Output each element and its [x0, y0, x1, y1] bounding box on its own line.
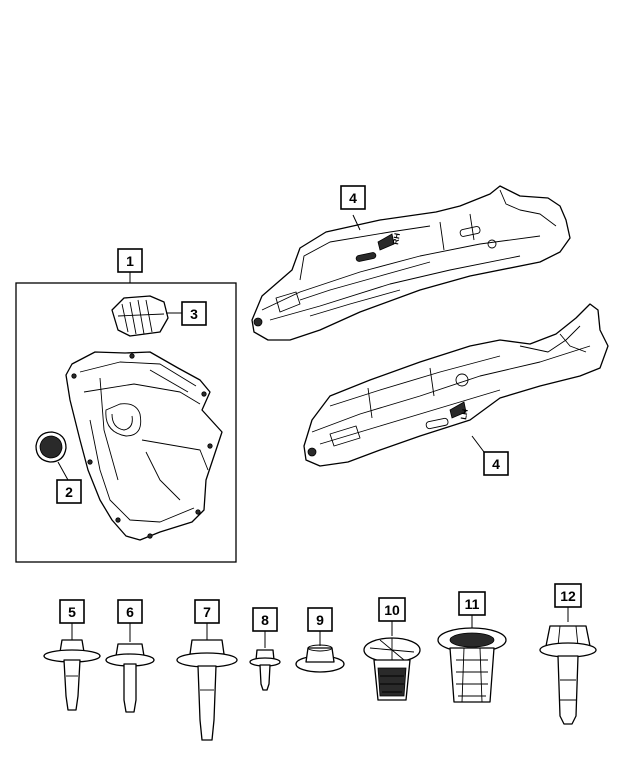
callout-10-label: 10 [384, 602, 400, 618]
fastener-11 [437, 627, 507, 703]
callout-12-label: 12 [560, 588, 576, 604]
shield-lh [303, 303, 609, 467]
callout-6-label: 6 [126, 604, 134, 620]
fastener-10 [363, 637, 421, 701]
fastener-5 [43, 639, 101, 711]
fastener-7 [176, 639, 238, 741]
shield-lh-marking: LH [459, 408, 470, 420]
callout-2: 2 [56, 479, 82, 504]
fastener-12 [539, 625, 597, 725]
fastener-8 [249, 649, 281, 691]
assembly-1-frame [15, 282, 237, 563]
callout-11: 11 [458, 591, 486, 630]
callout-11-label: 11 [465, 596, 480, 612]
callout-8-label: 8 [261, 612, 269, 628]
callout-6: 6 [117, 599, 143, 642]
shield-rh-marking: RH [391, 232, 402, 245]
callout-1-label: 1 [126, 253, 134, 269]
callout-4-upper: 4 [340, 185, 366, 231]
skid-plate [65, 351, 223, 541]
callout-8: 8 [252, 607, 278, 648]
fastener-6 [105, 643, 155, 713]
callout-5-label: 5 [68, 604, 76, 620]
callout-12: 12 [554, 583, 582, 622]
callout-7-label: 7 [203, 604, 211, 620]
callout-2-label: 2 [65, 484, 73, 500]
bracket-3 [111, 295, 182, 337]
callout-3: 3 [181, 301, 207, 326]
callout-9: 9 [307, 607, 333, 646]
plug-cap-2 [35, 431, 69, 481]
callout-9-label: 9 [316, 612, 324, 628]
fastener-9 [295, 644, 345, 673]
callout-5: 5 [59, 599, 85, 640]
callout-4-lower-label: 4 [492, 456, 500, 472]
callout-10: 10 [378, 597, 406, 636]
callout-3-label: 3 [190, 306, 198, 322]
callout-1: 1 [117, 248, 143, 283]
shield-rh [251, 185, 571, 341]
callout-4-upper-label: 4 [349, 190, 357, 206]
callout-7: 7 [194, 599, 220, 640]
callout-4-lower: 4 [471, 435, 509, 476]
